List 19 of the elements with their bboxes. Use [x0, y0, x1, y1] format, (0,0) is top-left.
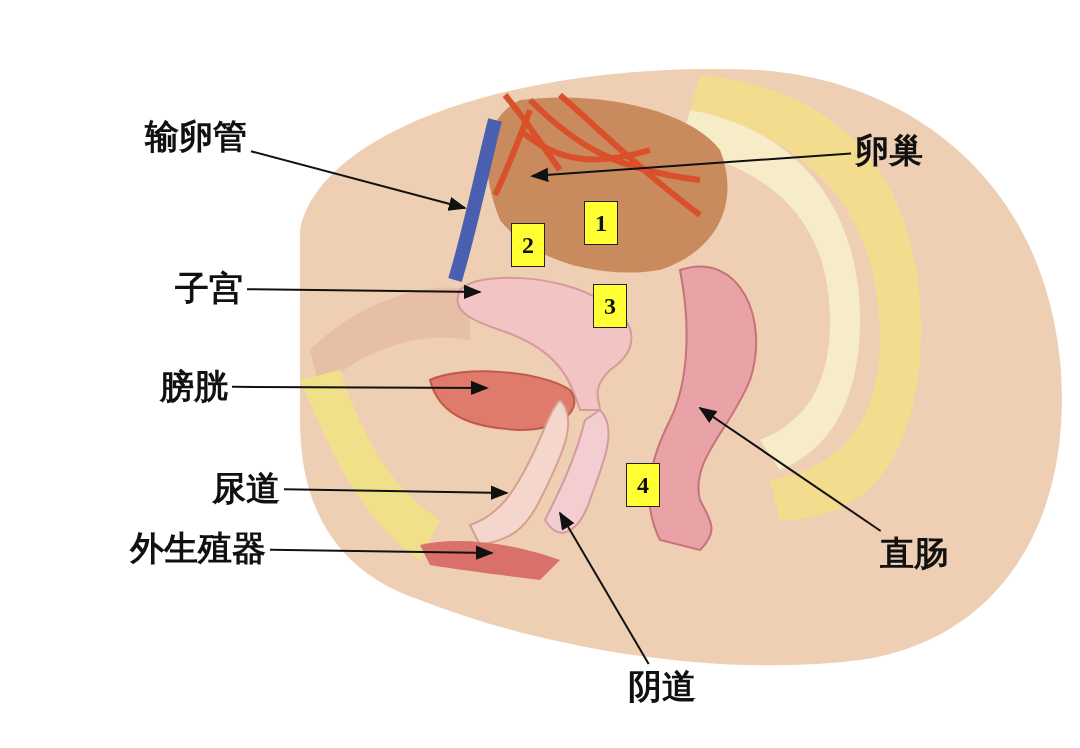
part-label: 外生殖器: [130, 530, 266, 568]
part-label: 输卵管: [145, 118, 247, 156]
callout-number: 2: [511, 223, 545, 267]
leader-line: [530, 152, 852, 183]
part-label: 尿道: [212, 470, 280, 508]
part-label: 卵巢: [855, 132, 923, 170]
leader-line: [246, 284, 482, 299]
leader-line: [269, 545, 494, 560]
callout-number: 3: [593, 284, 627, 328]
callout-number: 4: [626, 463, 660, 507]
part-label: 膀胱: [160, 368, 228, 406]
part-label: 子宫: [175, 270, 243, 308]
leader-line: [250, 150, 467, 211]
leader-line: [698, 407, 882, 532]
callout-number: 1: [584, 201, 618, 245]
leader-line: [231, 380, 489, 396]
part-label: 阴道: [628, 668, 696, 706]
leader-line: [283, 485, 509, 500]
part-label: 直肠: [880, 535, 948, 573]
